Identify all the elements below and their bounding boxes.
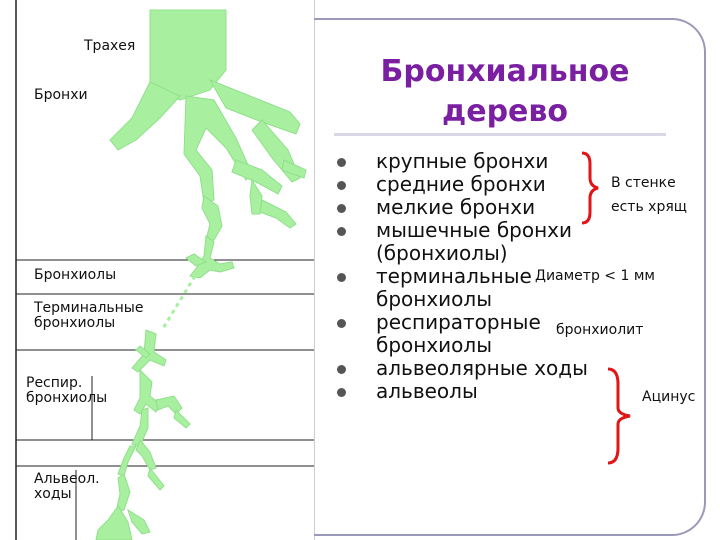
bullet-text: средние бронхи [376, 172, 546, 196]
label-terminal-line1: Терминальные [34, 300, 144, 316]
bullet-text: крупные бронхи [376, 149, 549, 173]
terminal-branches [95, 329, 191, 540]
label-terminal-line2: бронхиолы [34, 315, 116, 331]
bullet-text: мышечные бронхи [376, 218, 573, 242]
note-wall-line2: есть хрящ [611, 199, 687, 215]
note-diameter: Диаметр < 1 мм [535, 268, 655, 284]
bullet-icon [337, 227, 346, 236]
bullet-item: крупные бронхи [336, 150, 696, 173]
airway-branches [109, 9, 307, 279]
label-trachea: Трахея [84, 38, 136, 54]
bullet-text-line2: (бронхиолы) [376, 241, 508, 265]
label-alveol-line1: Альвеол. [34, 471, 100, 487]
label-alveol-line2: ходы [34, 486, 72, 502]
bullet-icon [337, 388, 346, 397]
label-bronchi: Бронхи [34, 87, 88, 103]
label-resp-line1: Респир. [26, 375, 83, 391]
label-bronchioles: Бронхиолы [34, 267, 117, 283]
bullet-icon [337, 365, 346, 374]
bullet-text: терминальные [376, 264, 532, 288]
bullet-icon [337, 158, 346, 167]
bullet-text-line2: бронхиолы [376, 287, 492, 311]
bullet-item: мышечные бронхи(бронхиолы) [336, 219, 696, 265]
bullet-text: альвеолярные ходы [376, 356, 588, 380]
bullet-item: альвеолярные ходы [336, 357, 696, 380]
note-acinus: Ацинус [642, 389, 696, 405]
bullet-item: средние бронхи [336, 173, 696, 196]
bullet-text: альвеолы [376, 379, 478, 403]
brace-cartilage [581, 151, 599, 225]
brace-acinus [607, 367, 631, 465]
bullet-text: мелкие бронхи [376, 195, 536, 219]
dashed-connection [160, 275, 197, 331]
title-line1: Бронхиальное [380, 54, 630, 89]
note-wall-line1: В стенке [611, 175, 676, 191]
bullet-list: крупные бронхи средние бронхи мелкие бро… [336, 150, 696, 403]
bronchial-tree-diagram: Трахея Бронхи Бронхиолы Терминальные бро… [0, 0, 315, 540]
left-main-bronchus [109, 81, 181, 151]
bronchial-tree-illustration [15, 0, 314, 540]
slide-frame [314, 18, 706, 536]
bullet-item: мелкие бронхи [336, 196, 696, 219]
right-main-bronchus [208, 79, 301, 135]
bullet-item: альвеолы [336, 380, 696, 403]
slide-title: Бронхиальное дерево [350, 52, 660, 132]
label-resp-line2: бронхиолы [26, 390, 108, 406]
bullet-icon [337, 181, 346, 190]
title-divider [334, 133, 666, 136]
bullet-icon [337, 273, 346, 282]
bullet-text-line2: бронхиолы [376, 333, 492, 357]
title-line2: дерево [442, 94, 568, 129]
bullet-text: респираторные [376, 310, 541, 334]
bullet-icon [337, 319, 346, 328]
bullet-icon [337, 204, 346, 213]
note-bronchiolitis: бронхиолит [556, 322, 644, 338]
